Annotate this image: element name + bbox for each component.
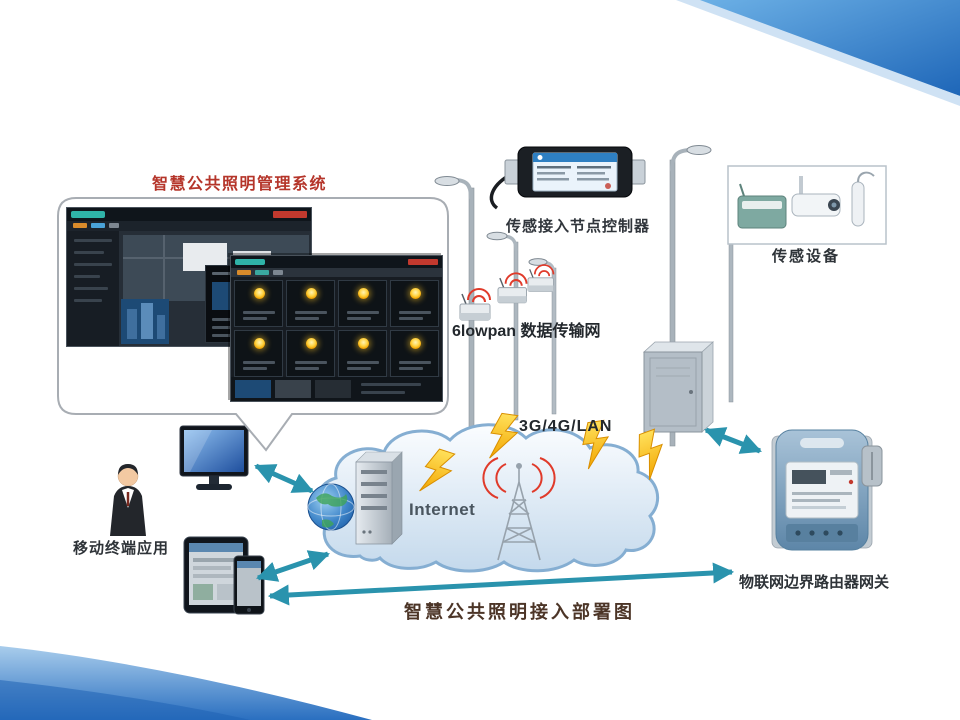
lamp-tile	[234, 280, 283, 327]
arrow-terminal-router	[267, 562, 735, 606]
lamp-tile	[234, 330, 283, 377]
lamp-tile	[338, 330, 387, 377]
internet-label: Internet	[409, 500, 476, 519]
screenshot-toolbar	[67, 221, 311, 231]
wireless-node-icon	[497, 272, 528, 304]
sensor-controller-device	[489, 146, 646, 210]
street-lamp	[728, 225, 762, 403]
screenshot-sidebar	[67, 231, 119, 346]
alert-banner	[408, 259, 438, 265]
app-logo	[235, 259, 265, 265]
screenshot-footer	[231, 377, 442, 401]
lamp-tile	[338, 280, 387, 327]
sensor-controller-label: 传感接入节点控制器	[506, 218, 651, 235]
alert-banner	[273, 211, 307, 218]
wan-label: 3G/4G/LAN	[519, 418, 613, 435]
lightning-icon	[582, 419, 610, 470]
connection-arrows	[254, 427, 762, 606]
camera-icon	[791, 176, 841, 217]
lamp-tile	[390, 280, 439, 327]
wireless-nodes	[459, 264, 555, 321]
lamp-grid	[231, 277, 442, 377]
lightning-icon	[638, 428, 663, 481]
bottom-swoosh	[0, 635, 379, 720]
deployment-caption: 智慧公共照明接入部署图	[404, 602, 635, 622]
arrow-monitor-internet	[254, 463, 314, 494]
lamp-tile	[286, 280, 335, 327]
lightning-icons	[419, 412, 663, 492]
lowpan-network-label: 6lowpan 数据传输网	[452, 323, 601, 340]
app-logo	[71, 211, 105, 218]
street-lamp	[486, 231, 519, 421]
person-icon	[110, 464, 146, 536]
tablet-icon	[183, 536, 249, 614]
globe-icon	[307, 483, 355, 531]
building-thumbnail	[121, 299, 169, 344]
lamp-tile	[390, 330, 439, 377]
sensor-devices-box	[727, 165, 887, 245]
street-lamp	[669, 145, 712, 447]
wireless-node-icon	[459, 288, 491, 321]
server-icon	[355, 451, 403, 545]
lightning-icon	[419, 448, 456, 492]
phone-icon	[233, 555, 265, 615]
arrow-tablet-internet	[256, 550, 330, 582]
screenshot-titlebar	[231, 256, 442, 268]
corner-decoration	[676, 0, 960, 106]
sensor-probe-icon	[851, 171, 875, 227]
dashboard-screenshot-lamps	[230, 255, 443, 402]
lamp-tile	[286, 330, 335, 377]
smart-meter-device	[771, 429, 883, 551]
gateway-device-icon	[737, 183, 787, 229]
screenshot-toolbar	[231, 268, 442, 277]
border-router-label: 物联网边界路由器网关	[739, 574, 890, 591]
screenshot-titlebar	[67, 208, 311, 221]
street-lamp	[528, 258, 557, 415]
arrow-cabinet-meter	[704, 427, 762, 454]
control-cabinet-icon	[642, 341, 715, 433]
monitor-icon	[179, 425, 249, 490]
radio-tower-icon	[482, 457, 556, 561]
management-system-label: 智慧公共照明管理系统	[152, 176, 328, 193]
mobile-terminal-label: 移动终端应用	[73, 540, 170, 557]
wireless-node-icon	[527, 264, 555, 292]
lightning-icon	[489, 412, 519, 459]
sensor-devices-label: 传感设备	[772, 248, 841, 265]
